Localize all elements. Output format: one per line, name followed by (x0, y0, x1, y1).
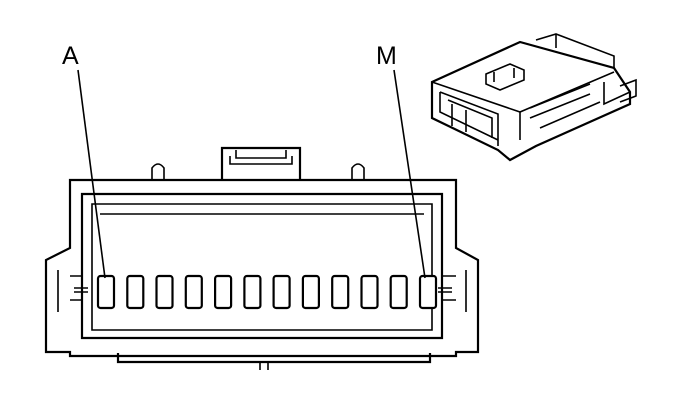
iso-latch-detail (493, 68, 515, 82)
iso-side-ribs (529, 83, 601, 129)
iso-top-latch (485, 63, 525, 91)
pin-cavity (155, 274, 174, 310)
pin-cavity (126, 274, 145, 310)
pin-cavity (214, 274, 233, 310)
pin-cavity (360, 274, 379, 310)
connector-top-bump-left (151, 163, 165, 180)
pin-label-a: A (62, 42, 79, 70)
connector-outer-housing (44, 178, 480, 358)
pin-cavity (418, 274, 438, 310)
pin-cavity (184, 274, 203, 310)
iso-rear-clip (603, 82, 631, 106)
iso-connector-body (430, 40, 632, 162)
iso-inner-opening (447, 99, 493, 138)
iso-front-opening (439, 91, 499, 146)
connector-bottom-tab (259, 362, 269, 370)
pin-cavity (272, 274, 291, 310)
pin-cavity (301, 274, 320, 310)
connector-isometric-view (430, 33, 637, 162)
pin-cavity (243, 274, 262, 310)
connector-bottom-strip (116, 353, 432, 364)
pin-cavity (389, 274, 408, 310)
iso-rear-tab (619, 78, 637, 103)
connector-latch-detail (229, 150, 293, 165)
connector-face-view (44, 146, 480, 370)
connector-right-key (438, 287, 452, 293)
leader-line-m (393, 69, 426, 279)
connector-inner-frame (80, 192, 444, 340)
iso-rear-ridge (535, 33, 615, 68)
connector-inner-recess (91, 203, 433, 331)
pin-cavity (331, 274, 350, 310)
pin-cavity-row (96, 274, 438, 310)
iso-front-ribs (451, 104, 467, 132)
connector-left-key (74, 287, 88, 293)
connector-top-bump-right (351, 163, 365, 180)
pin-label-m: M (376, 42, 397, 70)
pin-cavity (96, 274, 116, 310)
leader-line-a (77, 69, 106, 279)
connector-right-clip (442, 270, 467, 312)
connector-left-clip (57, 270, 82, 312)
connector-top-latch (220, 146, 302, 180)
